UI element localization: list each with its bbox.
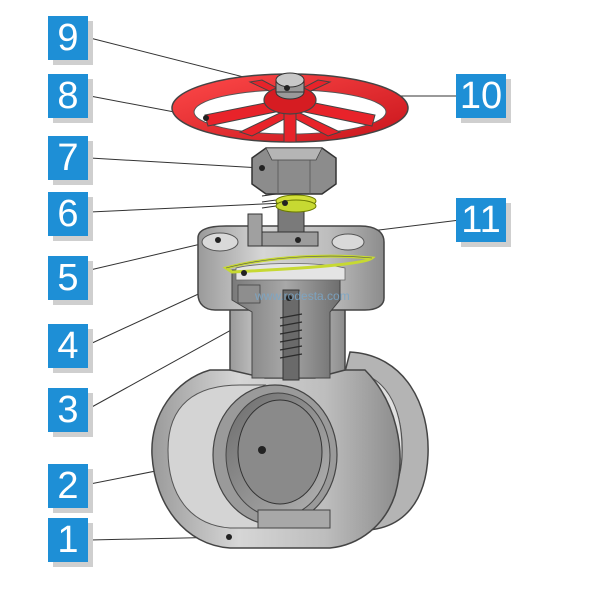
leader-7 — [89, 157, 263, 169]
handwheel — [171, 73, 409, 143]
leader-5 — [89, 239, 219, 271]
label-8: 8 — [48, 74, 88, 118]
leader-6 — [89, 202, 286, 213]
label-3: 3 — [48, 388, 88, 432]
marker-8 — [203, 115, 209, 121]
label-1: 1 — [48, 518, 88, 562]
label-10: 10 — [456, 74, 506, 118]
marker-4 — [241, 270, 247, 276]
marker-5 — [215, 237, 221, 243]
leader-lines — [89, 37, 461, 541]
label-4: 4 — [48, 324, 88, 368]
stem-assembly — [215, 193, 319, 381]
marker-7 — [259, 165, 265, 171]
label-9: 9 — [48, 16, 88, 60]
marker-2 — [258, 446, 266, 454]
stem-threads — [279, 313, 303, 359]
label-7: 7 — [48, 136, 88, 180]
marker-9 — [284, 85, 290, 91]
hex-nut — [251, 147, 337, 195]
watermark-text: www.rodesta.com — [254, 289, 350, 303]
marker-1 — [226, 534, 232, 540]
collar-threads — [261, 193, 277, 209]
marker-11 — [295, 237, 301, 243]
label-11: 11 — [456, 198, 506, 242]
marker-3 — [286, 295, 292, 301]
label-5: 5 — [48, 256, 88, 300]
top-cap-nut — [275, 72, 305, 100]
valve-body — [151, 225, 401, 549]
label-6: 6 — [48, 192, 88, 236]
label-2: 2 — [48, 464, 88, 508]
marker-6 — [282, 200, 288, 206]
